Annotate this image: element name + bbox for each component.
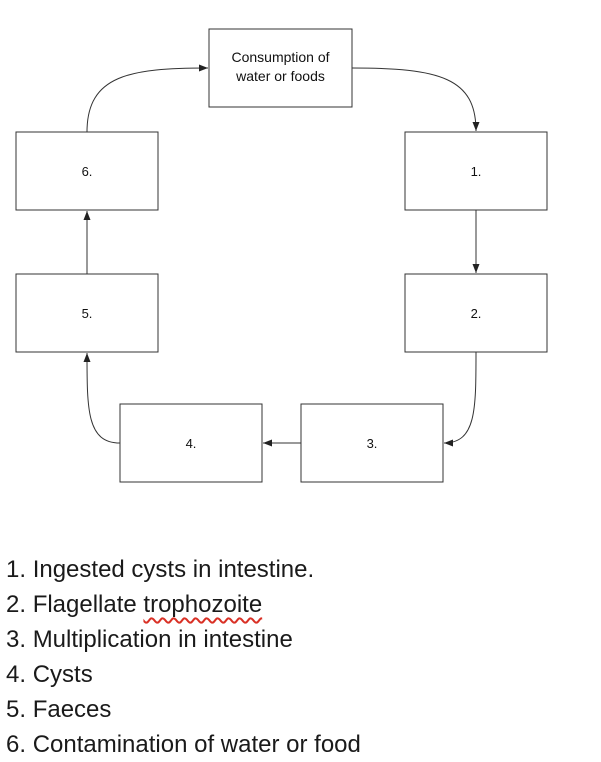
box-1-label: 1. (471, 164, 482, 179)
legend-item-text: Multiplication in intestine (32, 626, 293, 653)
legend-item-text: Cysts (32, 661, 93, 688)
box-consumption-line2: water or foods (235, 68, 325, 84)
legend-item-2: 2. Flagellate trophozoite (6, 587, 361, 622)
legend-item-number: 3. (6, 626, 27, 653)
legend-item-text: Flagellate (32, 591, 137, 618)
box-1: 1. (404, 131, 548, 211)
legend-item-6: 6. Contamination of water or food (6, 727, 361, 762)
box-3: 3. (300, 403, 444, 483)
legend-item-number: 6. (6, 731, 27, 758)
arrow-4-to-5 (83, 352, 121, 444)
life-cycle-diagram: Consumption of water or foods 1. 2. 3. 4… (15, 28, 548, 483)
box-6-label: 6. (82, 164, 93, 179)
arrow-2-to-3 (443, 351, 477, 447)
legend-item-text: Ingested cysts in intestine. (32, 556, 315, 583)
legend-item-5: 5. Faeces (6, 692, 361, 727)
box-consumption-line1: Consumption of (231, 49, 329, 65)
legend-item-number: 2. (6, 591, 27, 618)
box-5: 5. (15, 273, 159, 353)
legend-item-number: 4. (6, 661, 27, 688)
box-consumption: Consumption of water or foods (208, 28, 353, 108)
box-2-label: 2. (471, 306, 482, 321)
legend-item-1: 1. Ingested cysts in intestine. (6, 552, 361, 587)
legend-item-4: 4. Cysts (6, 657, 361, 692)
legend-item-number: 1. (6, 556, 27, 583)
box-5-label: 5. (82, 306, 93, 321)
box-3-label: 3. (367, 436, 378, 451)
arrow-6-to-consumption (86, 64, 209, 133)
box-2: 2. (404, 273, 548, 353)
legend-item-3: 3. Multiplication in intestine (6, 622, 361, 657)
legend-list: 1. Ingested cysts in intestine. 2. Flage… (6, 552, 361, 762)
box-6: 6. (15, 131, 159, 211)
box-4-label: 4. (186, 436, 197, 451)
arrow-consumption-to-1 (351, 67, 480, 132)
legend-item-text: Contamination of water or food (32, 731, 361, 758)
box-4: 4. (119, 403, 263, 483)
legend-item-number: 5. (6, 696, 27, 723)
legend-item-text: Faeces (32, 696, 112, 723)
spellcheck-flagged-word: trophozoite (143, 591, 263, 618)
